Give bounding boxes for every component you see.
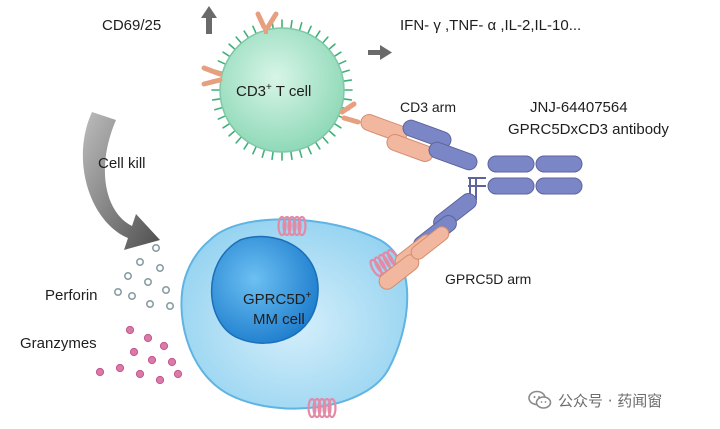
perforin-granule (156, 263, 165, 272)
perforin-granule (128, 291, 137, 300)
receptor-helix (327, 397, 337, 419)
cell-kill-label: Cell kill (98, 155, 146, 172)
granzyme-granule (95, 367, 105, 377)
mm-cell-label-line2: MM cell (253, 311, 305, 328)
perforin-granule (152, 244, 161, 253)
perforin-granule (144, 277, 153, 286)
upregulation-arrow (201, 6, 217, 34)
granzyme-granule (173, 369, 183, 379)
gprc5d-arm-fab (378, 193, 477, 290)
perforin-granule (146, 299, 155, 308)
perforin-granule (114, 287, 123, 296)
granzyme-granule (155, 375, 165, 385)
antibody-hinge (468, 177, 486, 200)
granzyme-granules (95, 325, 183, 385)
granzyme-granule (115, 363, 125, 373)
perforin-granule (162, 285, 171, 294)
granzyme-granule (129, 347, 139, 357)
fc-domain (535, 155, 583, 173)
antibody-name-label: JNJ-64407564 (530, 99, 628, 116)
receptor-helix (312, 397, 322, 419)
receptor-helix (282, 215, 292, 237)
receptor-helix (292, 215, 302, 237)
bispecific-antibody (360, 114, 583, 290)
cell-kill-arrow (82, 112, 160, 250)
granzyme-granule (143, 333, 153, 343)
watermark: 公众号 · 药闻窗 (528, 389, 662, 411)
receptor-helix (369, 258, 383, 278)
perforin-granule (136, 257, 145, 266)
receptor-helix (297, 215, 307, 237)
fc-domain (487, 155, 535, 173)
t-cell: CD3+ T cell (211, 19, 353, 161)
fc-domain (487, 177, 535, 195)
wechat-icon (528, 390, 552, 409)
granzymes-label: Granzymes (20, 335, 97, 352)
mm-cell-label-line1: GPRC5D+ (243, 290, 312, 308)
receptor-helix (287, 215, 297, 237)
gprc5d-arm-label: GPRC5D arm (445, 271, 531, 287)
cd3-arm-fab (360, 114, 478, 171)
cd69-label: CD69/25 (102, 17, 161, 34)
perforin-granule (124, 271, 133, 280)
receptor-helix (317, 397, 327, 419)
antibody-type-label: GPRC5DxCD3 antibody (508, 121, 669, 138)
mm-cell-nucleus (210, 235, 319, 344)
gprc5d-receptor-bottom (307, 397, 337, 419)
t-cell-body (219, 27, 345, 153)
granzyme-granule (159, 341, 169, 351)
cd3-arm-label: CD3 arm (400, 99, 456, 115)
t-cell-receptor-top (255, 11, 279, 34)
granzyme-granule (125, 325, 135, 335)
secretion-arrow (368, 45, 392, 60)
mm-cell: GPRC5D+ MM cell (180, 218, 409, 410)
t-cell-receptor-left (201, 65, 223, 87)
receptor-helix (307, 397, 317, 419)
t-cell-receptor-right (339, 101, 361, 125)
t-cell-label: CD3+ T cell (236, 82, 311, 100)
granzyme-granule (167, 357, 177, 367)
granzyme-granule (135, 369, 145, 379)
receptor-helix (277, 215, 287, 237)
cytokines-label: IFN- γ ,TNF- α ,IL-2,IL-10... (400, 17, 581, 34)
perforin-granules (114, 244, 175, 310)
receptor-helix (322, 397, 332, 419)
watermark-text: 公众号 · 药闻窗 (558, 391, 663, 410)
granzyme-granule (147, 355, 157, 365)
fc-domain (535, 177, 583, 195)
perforin-granule (166, 301, 175, 310)
perforin-label: Perforin (45, 287, 98, 304)
gprc5d-receptor-top (277, 215, 307, 237)
